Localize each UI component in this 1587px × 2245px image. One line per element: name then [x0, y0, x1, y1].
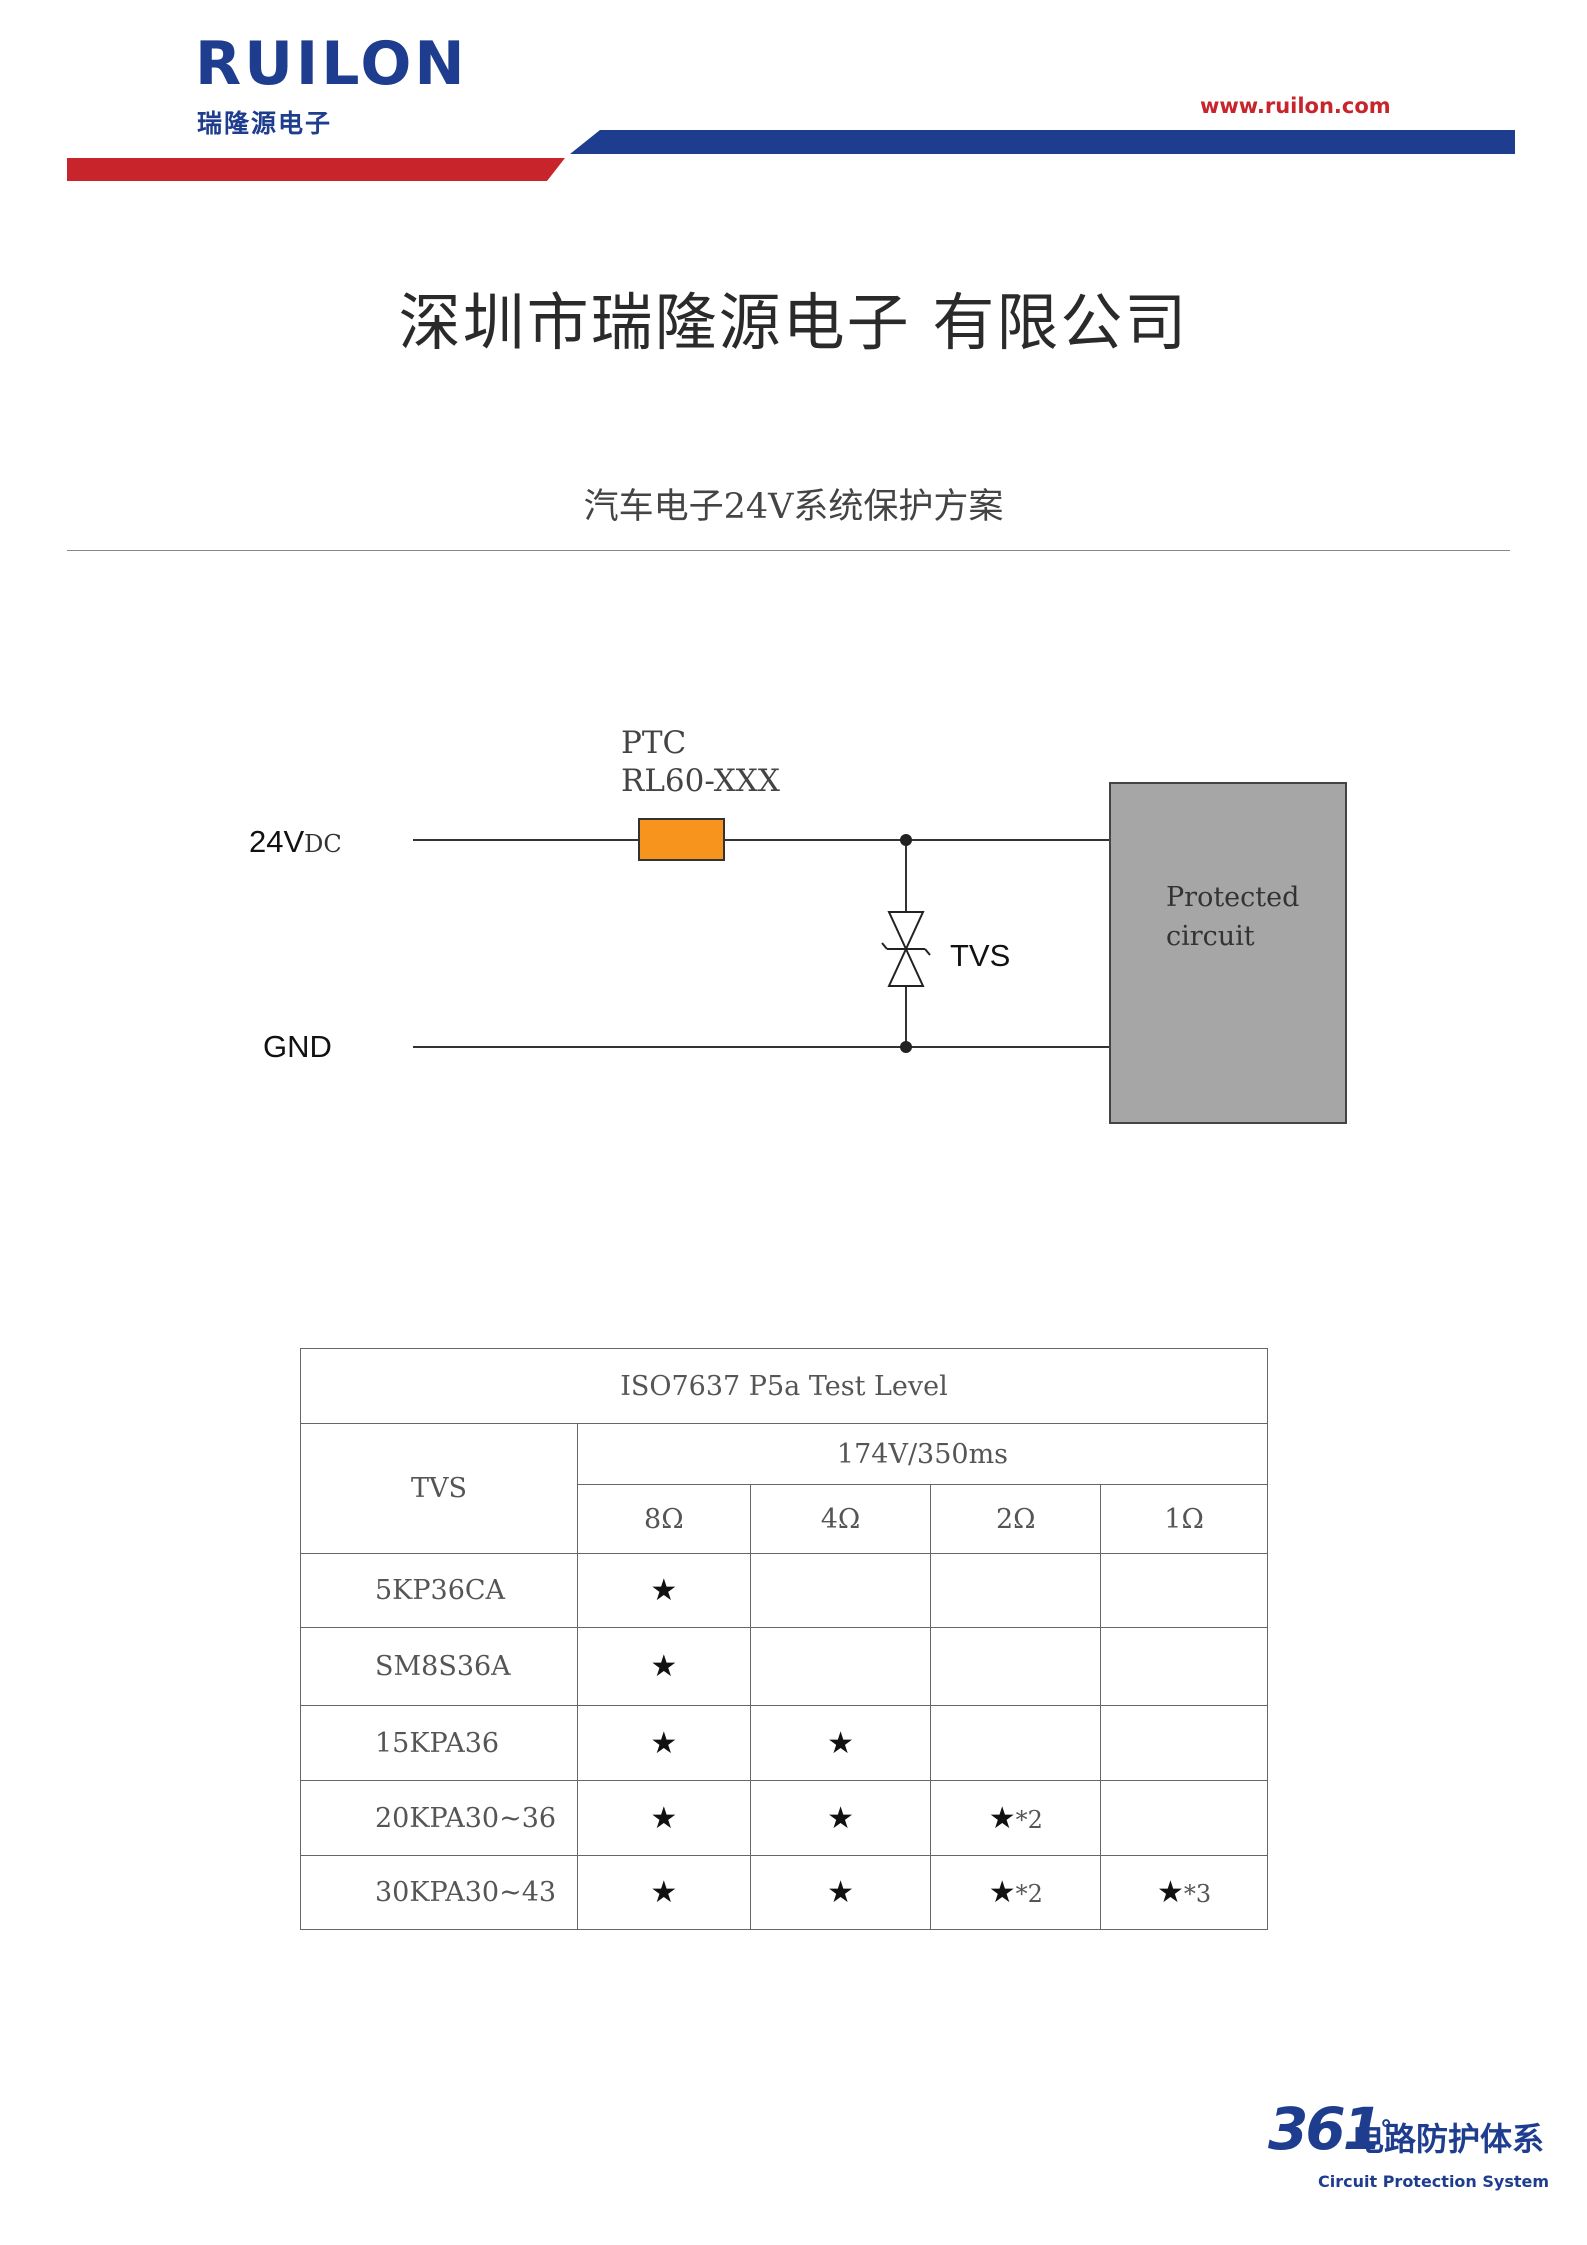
header-blue-stripe	[570, 130, 1515, 154]
footer-badge-number: 361°	[1268, 2095, 1392, 2163]
rating-mark: ★	[827, 1725, 854, 1761]
protection-circuit-diagram: PTC RL60-XXX TVS 24VDC GND Protected cir…	[249, 725, 1347, 1124]
tvs-diode-symbol	[881, 911, 931, 987]
table-title: ISO7637 P5a Test Level	[300, 1348, 1268, 1424]
rating-cell: ★*2	[930, 1855, 1102, 1930]
rating-mark: ★	[650, 1800, 678, 1836]
table-row: SM8S36A ★	[300, 1627, 1268, 1706]
rating-cell: ★	[749, 1780, 932, 1856]
rating-cell: ★	[576, 1627, 751, 1706]
rating-mark: ★*2	[988, 1800, 1043, 1836]
load-header-cell: 8Ω	[576, 1484, 751, 1554]
rating-cell	[1100, 1627, 1268, 1706]
tvs-label: TVS	[950, 938, 1010, 973]
top-junction-dot	[900, 834, 912, 846]
table-row: 20KPA30~36 ★ ★ ★*2	[300, 1780, 1268, 1856]
rating-cell	[749, 1627, 932, 1706]
rating-mark: ★*2	[988, 1875, 1043, 1910]
table-row: 5KP36CA ★	[300, 1553, 1268, 1628]
load-header-cell: 2Ω	[930, 1484, 1102, 1554]
protected-circuit-box	[1109, 782, 1347, 1124]
rating-mark: ★	[650, 1649, 678, 1684]
rating-cell	[1100, 1780, 1268, 1856]
rating-cell	[930, 1553, 1102, 1628]
website-link[interactable]: www.ruilon.com	[1200, 94, 1391, 118]
company-name-heading: 深圳市瑞隆源电子 有限公司	[398, 286, 1189, 359]
iso7637-test-table: ISO7637 P5a Test Level TVS 174V/350ms 8Ω…	[300, 1348, 1269, 1930]
rating-mark: ★	[650, 1573, 678, 1608]
table-row: 15KPA36 ★ ★	[300, 1705, 1268, 1781]
footer-badge: 361° 电路防护体系 Circuit Protection System	[1268, 2100, 1558, 2200]
rating-cell	[1100, 1553, 1268, 1628]
company-logo-subtitle: 瑞隆源电子	[197, 109, 333, 138]
rating-cell	[1100, 1705, 1268, 1781]
rating-mark: ★	[827, 1875, 854, 1910]
footer-badge-cn-text: 电路防护体系	[1352, 2120, 1545, 2158]
rating-mark: ★*3	[1156, 1875, 1212, 1910]
protected-circuit-label-line2: circuit	[1166, 921, 1255, 952]
rating-cell: ★	[576, 1855, 751, 1930]
rating-mark: ★	[827, 1800, 854, 1836]
supply-label: 24VDC	[249, 824, 342, 859]
company-logo: RUILON	[195, 29, 468, 99]
rating-cell: ★	[749, 1705, 932, 1781]
load-header-cell: 4Ω	[749, 1484, 932, 1554]
rating-cell: ★*2	[930, 1780, 1102, 1856]
tvs-part-cell: 30KPA30~43	[300, 1855, 578, 1930]
rating-cell: ★*3	[1100, 1855, 1268, 1930]
tvs-part-cell: 15KPA36	[300, 1705, 578, 1781]
header-red-stripe	[67, 158, 565, 181]
ptc-part-number: RL60-XXX	[621, 763, 780, 799]
rating-cell: ★	[576, 1553, 751, 1628]
table-body: 5KP36CA ★ SM8S36A ★ 15KPA36 ★ ★ 20KPA30~36 ★ ★ ★*2…	[300, 1553, 1268, 1930]
gnd-label: GND	[263, 1029, 332, 1064]
rating-cell: ★	[576, 1780, 751, 1856]
header-color-band	[67, 130, 1515, 181]
rating-cell	[930, 1705, 1102, 1781]
rating-cell: ★	[576, 1705, 751, 1781]
rating-mark: ★	[650, 1875, 678, 1910]
tvs-part-cell: SM8S36A	[300, 1627, 578, 1706]
rating-cell: ★	[749, 1855, 932, 1930]
tvs-part-cell: 20KPA30~36	[300, 1780, 578, 1856]
rating-cell	[930, 1627, 1102, 1706]
document-title: 汽车电子24V系统保护方案	[583, 487, 1004, 527]
load-header-cell: 1Ω	[1100, 1484, 1268, 1554]
table-row: 30KPA30~43 ★ ★ ★*2 ★*3	[300, 1855, 1268, 1930]
rating-mark: ★	[650, 1725, 678, 1761]
tvs-part-cell: 5KP36CA	[300, 1553, 578, 1628]
protected-circuit-label-line1: Protected	[1166, 882, 1299, 913]
test-condition-header: 174V/350ms	[576, 1423, 1269, 1485]
bottom-junction-dot	[900, 1041, 912, 1053]
title-divider	[67, 550, 1510, 551]
ptc-resistor	[638, 818, 725, 861]
tvs-column-header: TVS	[300, 1423, 578, 1554]
footer-badge-en-text: Circuit Protection System	[1318, 2172, 1550, 2191]
ptc-label: PTC	[621, 725, 686, 761]
rating-cell	[749, 1553, 932, 1628]
